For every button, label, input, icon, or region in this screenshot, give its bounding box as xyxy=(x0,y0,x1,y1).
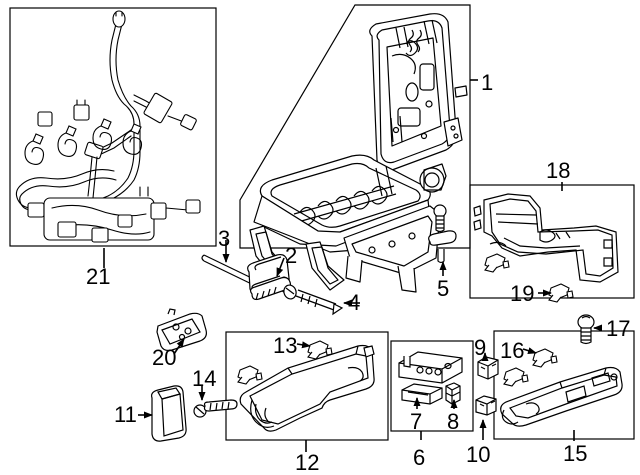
callout-label-13: 13 xyxy=(273,333,298,358)
trim-12-notch xyxy=(250,399,275,428)
harness-connector-right xyxy=(180,114,197,131)
leader-13 xyxy=(296,341,311,349)
seatback-spring-clip xyxy=(405,40,419,57)
seatback-relief-b xyxy=(419,63,435,91)
trim-15-relief-a xyxy=(565,385,587,403)
screw-17-drawing xyxy=(577,314,595,345)
screw-head-upper xyxy=(433,204,447,218)
panel-15-border xyxy=(493,330,635,440)
screw-under-bushing xyxy=(249,276,297,301)
seatback-hole-oval xyxy=(405,82,419,102)
callout-label-9: 9 xyxy=(474,335,487,360)
callout-label-2: 2 xyxy=(285,243,298,268)
callout-label-4: 4 xyxy=(348,290,361,315)
seat-frame-drawing xyxy=(249,13,468,293)
panel-21-border xyxy=(9,7,217,247)
fastener-5-drawing xyxy=(428,204,457,264)
callout-label-10: 10 xyxy=(466,442,491,467)
harness-hook-clips xyxy=(24,99,143,165)
seatback-rail-right xyxy=(423,19,438,45)
callout-label-17: 17 xyxy=(606,316,631,341)
callout-label-18: 18 xyxy=(546,158,571,183)
trim-clip-16-drawing xyxy=(503,348,558,387)
callout-label-12: 12 xyxy=(295,450,320,475)
pin-parts-drawing xyxy=(201,253,344,316)
trim-clip-13-drawing xyxy=(237,340,333,385)
seatback-relief-c xyxy=(391,53,416,75)
cushion-pan-inner xyxy=(270,162,421,228)
leader-20 xyxy=(173,338,185,355)
push-clip-stem xyxy=(437,249,445,264)
side-frame-18-drawing xyxy=(473,193,619,283)
seatback-relief-a xyxy=(397,107,421,127)
callout-label-14: 14 xyxy=(192,366,217,391)
callout-label-6: 6 xyxy=(413,445,426,470)
panel-12-border xyxy=(225,331,389,441)
connector-10-drawing xyxy=(475,395,497,416)
trim-panel-15-drawing xyxy=(500,366,623,427)
callout-label-7: 7 xyxy=(410,409,423,434)
seatback-panel xyxy=(386,37,442,147)
frame-leg-mid xyxy=(305,241,345,291)
wire-harness-drawing xyxy=(15,10,201,243)
harness-left-curl xyxy=(15,185,33,209)
recliner-bracket xyxy=(443,117,463,147)
short-pin-4-tip xyxy=(332,303,344,316)
callout-label-5: 5 xyxy=(437,276,450,301)
harness-clip-connector-b xyxy=(37,111,53,127)
callout-label-19: 19 xyxy=(510,281,535,306)
short-pin-4-body xyxy=(297,289,337,305)
callout-label-11: 11 xyxy=(114,402,137,427)
connector-9-drawing xyxy=(477,356,499,380)
harness-end-connector xyxy=(112,10,126,28)
callout-label-15: 15 xyxy=(563,441,588,466)
seatback-rail-left xyxy=(395,26,409,49)
harness-clip-connector-a xyxy=(73,104,90,121)
callout-label-3: 3 xyxy=(218,226,231,251)
bracket-20-drawing xyxy=(156,308,207,352)
callout-label-1: 1 xyxy=(481,70,494,95)
seatback-side-tab xyxy=(454,85,468,98)
screw-14-drawing xyxy=(193,399,238,418)
harness-inline-block xyxy=(143,92,173,124)
endcap-11-drawing xyxy=(151,385,187,442)
callout-label-8: 8 xyxy=(447,409,460,434)
callout-label-20: 20 xyxy=(152,345,177,370)
callout-label-21: 21 xyxy=(86,264,111,289)
callout-label-16: 16 xyxy=(500,338,525,363)
leader-16 xyxy=(522,347,537,354)
trim-panel-12-drawing xyxy=(239,344,375,432)
harness-connector-left-low xyxy=(27,202,45,218)
switch-assembly-drawing xyxy=(398,351,463,405)
push-clip-head xyxy=(428,230,457,246)
cushion-s-springs xyxy=(293,185,397,226)
harness-connector-right-low xyxy=(150,202,167,220)
rail-rear-leg xyxy=(397,265,417,293)
harness-lower-loop-top xyxy=(19,168,115,187)
panel-6-border xyxy=(390,340,474,432)
leader-2 xyxy=(276,257,285,277)
callout-leaders xyxy=(103,79,602,452)
